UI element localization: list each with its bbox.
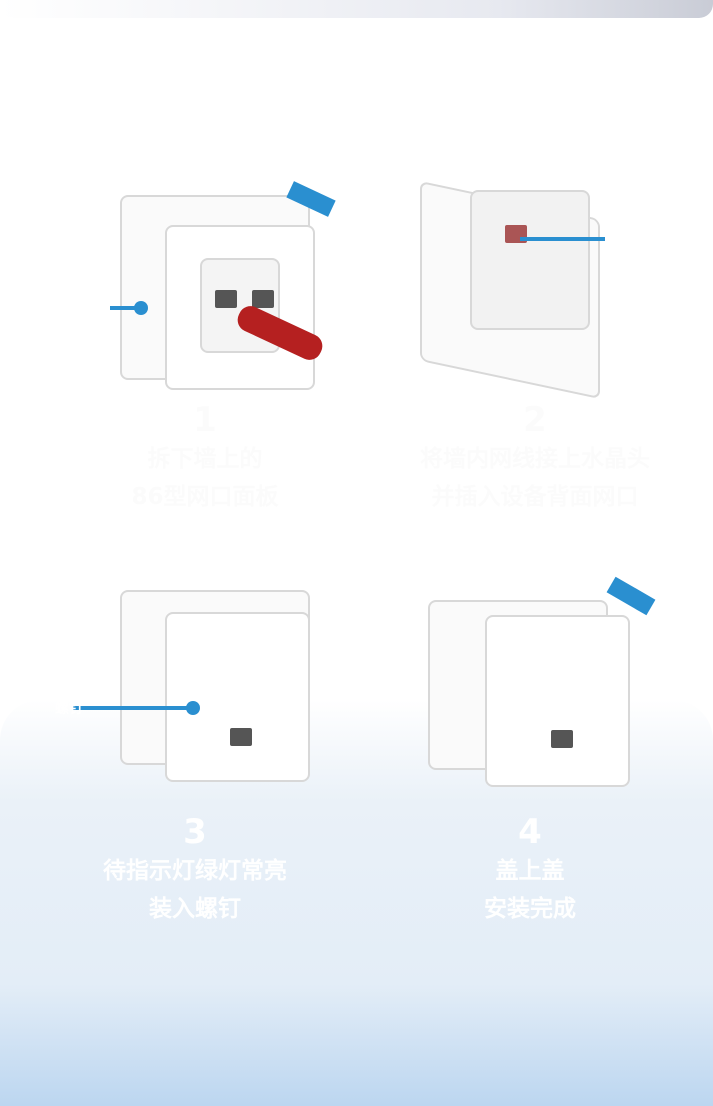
callout-screw: 螺钉	[55, 701, 83, 717]
step-4: 4 盖上盖 安装完成	[484, 812, 576, 922]
step-2: 2 将墙内网线接上水晶头 并插入设备背面网口	[420, 400, 650, 510]
step-1: 1 拆下墙上的 86型网口面板	[131, 400, 279, 510]
callout-cable: 网线	[612, 232, 640, 248]
push-arrow-icon	[606, 576, 656, 616]
callout-wall-box: 墙面暗盒	[28, 301, 84, 317]
step-3: 3 待指示灯绿灯常亮 装入螺钉	[103, 812, 287, 922]
top-banner	[0, 0, 713, 18]
